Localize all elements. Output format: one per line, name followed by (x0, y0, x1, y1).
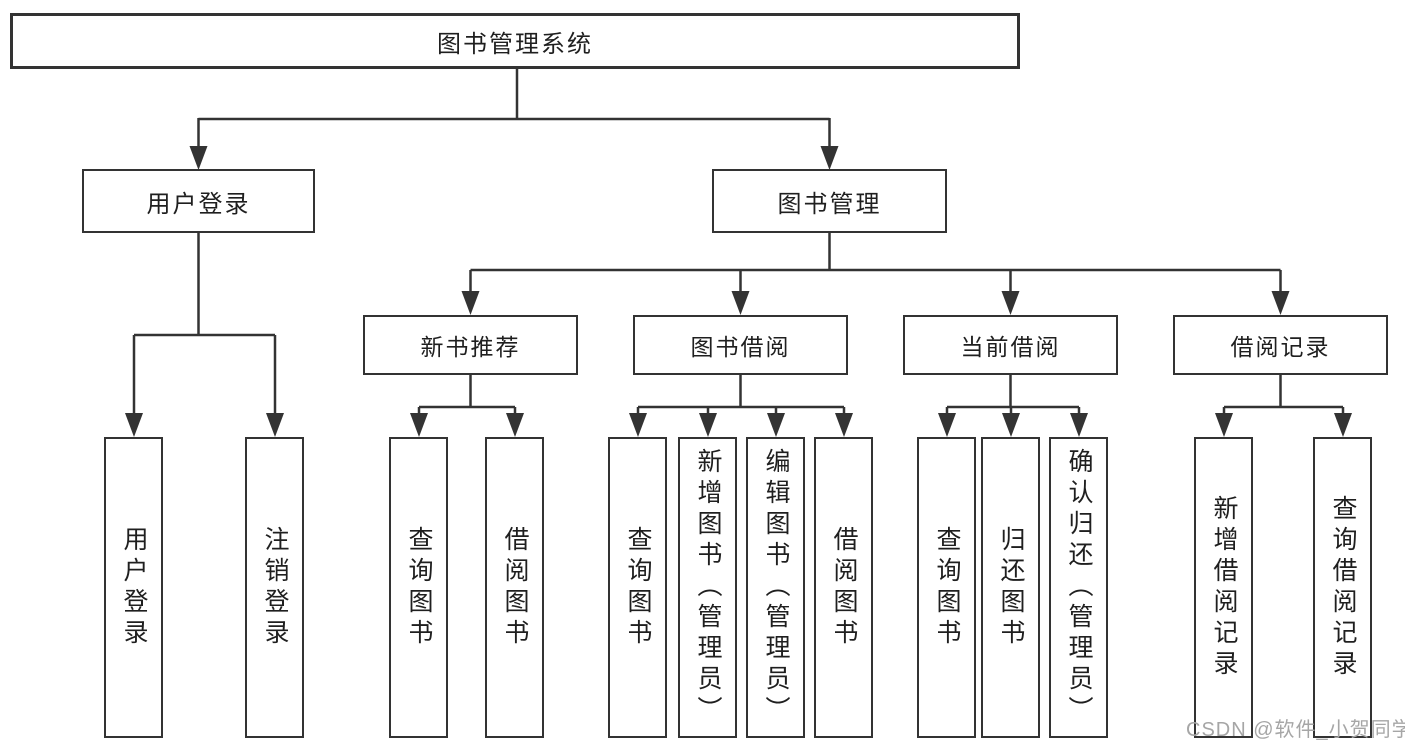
arrow-down-icon (1215, 413, 1233, 437)
arrow-down-icon (629, 413, 647, 437)
node-user-login: 用户登录 (82, 169, 315, 233)
leaf-borrow-query-books: 查询图书 (608, 437, 667, 738)
arrow-down-icon (1271, 291, 1290, 315)
node-borrowing-records: 借阅记录 (1173, 315, 1388, 375)
watermark-text: CSDN @软件_小贺同学 (1186, 719, 1405, 741)
leaf-edit-books-admin: 编辑图书（管理员） (746, 437, 805, 738)
leaf-confirm-return-admin: 确认归还（管理员） (1049, 437, 1108, 738)
arrow-down-icon (699, 413, 717, 437)
connector-path (132, 68, 1345, 415)
arrow-down-icon (731, 291, 750, 315)
arrow-down-icon (767, 413, 785, 437)
node-book-management: 图书管理 (712, 169, 947, 233)
node-current-borrowing: 当前借阅 (903, 315, 1118, 375)
arrow-down-icon (125, 413, 143, 437)
leaf-logout: 注销登录 (245, 437, 304, 738)
arrow-down-icon (189, 146, 208, 170)
leaf-borrow-books: 借阅图书 (814, 437, 873, 738)
arrow-down-icon (266, 413, 284, 437)
leaf-query-borrow-record: 查询借阅记录 (1313, 437, 1372, 738)
leaf-add-books-admin: 新增图书（管理员） (678, 437, 737, 738)
leaf-add-borrow-record: 新增借阅记录 (1194, 437, 1253, 738)
arrow-down-icon (1002, 413, 1020, 437)
leaf-newbook-query-books: 查询图书 (389, 437, 448, 738)
arrow-down-icon (1001, 291, 1020, 315)
node-book-borrowing: 图书借阅 (633, 315, 848, 375)
arrow-down-icon (820, 146, 839, 170)
arrow-down-icon (410, 413, 428, 437)
leaf-newbook-borrow-books: 借阅图书 (485, 437, 544, 738)
arrowhead-icons (125, 146, 1352, 437)
arrow-down-icon (835, 413, 853, 437)
node-new-book-recommend: 新书推荐 (363, 315, 578, 375)
leaf-user-login: 用户登录 (104, 437, 163, 738)
arrow-down-icon (1334, 413, 1352, 437)
arrow-down-icon (506, 413, 524, 437)
leaf-current-query-books: 查询图书 (917, 437, 976, 738)
node-library-management-system: 图书管理系统 (10, 13, 1020, 69)
arrow-down-icon (938, 413, 956, 437)
leaf-return-books: 归还图书 (981, 437, 1040, 738)
arrow-down-icon (461, 291, 480, 315)
arrow-down-icon (1070, 413, 1088, 437)
